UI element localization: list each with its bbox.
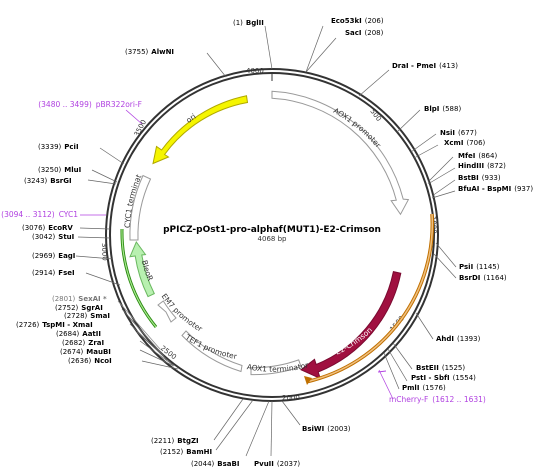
feature-ori[interactable]	[152, 95, 249, 165]
tick-label: 4000	[246, 67, 264, 75]
site-bsrgi[interactable]: (3243)BsrGI	[24, 177, 72, 185]
site-sgrai[interactable]: (2752)SgrAI	[55, 304, 103, 312]
site-saci[interactable]: SacI(208)	[345, 29, 384, 37]
primer-cyc1[interactable]: (3094 .. 3112)CYC1	[1, 210, 78, 219]
site-bsiwi[interactable]: BsiWI(2003)	[302, 425, 351, 433]
site-fsei[interactable]: (2914)FseI	[32, 269, 75, 277]
site-smai[interactable]: (2728)SmaI	[64, 312, 110, 320]
site-aatii[interactable]: (2684)AatII	[56, 330, 101, 338]
mcherry-region-arrowhead	[304, 376, 312, 385]
feature-aox1-promoter[interactable]	[271, 90, 410, 216]
annotation-arcs	[120, 213, 435, 385]
primers: mCherry-F(1612 .. 1631) (3480 .. 3499)pB…	[1, 100, 486, 404]
site-bfuai-bspmi[interactable]: BfuAI - BspMI(937)	[458, 185, 533, 193]
site-drai-pmei[interactable]: DraI - PmeI(413)	[392, 62, 458, 70]
site-bsabi[interactable]: (2044)BsaBI	[191, 460, 239, 468]
plasmid-length: 4068 bp	[258, 235, 287, 243]
site-bglii[interactable]: (1)BglII	[233, 19, 264, 27]
primer-mcherry-f[interactable]: mCherry-F(1612 .. 1631)	[389, 395, 486, 404]
site-bsrdi[interactable]: BsrDI(1164)	[459, 274, 507, 282]
map-title-group: pPICZ-pOst1-pro-alphaf(MUT1)-E2-Crimson …	[163, 225, 381, 243]
site-psii[interactable]: PsiI(1145)	[459, 263, 500, 271]
site-eco53ki[interactable]: Eco53kI(206)	[331, 17, 384, 25]
site-alwni[interactable]: (3755)AlwNI	[125, 48, 174, 56]
site-blpi[interactable]: BlpI(588)	[424, 105, 461, 113]
site-eagi[interactable]: (2969)EagI	[32, 252, 75, 260]
primer-pbr322ori-f[interactable]: (3480 .. 3499)pBR322ori-F	[38, 100, 142, 109]
feature-tef1-promoter[interactable]	[181, 330, 243, 373]
site-bstbi[interactable]: BstBI(933)	[458, 174, 501, 182]
mcherry-region-arc	[307, 213, 435, 384]
site-sexai[interactable]: (2801)SexAI *	[52, 295, 107, 303]
site-btgzi[interactable]: (2211)BtgZI	[151, 437, 199, 445]
feature-em7-promoter[interactable]	[157, 300, 177, 323]
site-xcmi[interactable]: XcmI(706)	[444, 139, 486, 147]
feature-bleor[interactable]	[129, 240, 155, 298]
feature-e2-crimson[interactable]	[300, 270, 402, 380]
feature-label-cyc1-terminator: CYC1 terminator	[0, 0, 143, 228]
site-bsteii[interactable]: BstEII(1525)	[416, 364, 465, 372]
restriction-sites: (1)BglII Eco53kI(206) SacI(208) DraI - P…	[16, 17, 533, 468]
site-pcii[interactable]: (3339)PciI	[38, 143, 79, 151]
tick-label: 3000	[100, 243, 109, 261]
plasmid-name: pPICZ-pOst1-pro-alphaf(MUT1)-E2-Crimson	[163, 225, 381, 235]
mcherry-region-arc-inner	[307, 213, 434, 383]
site-psti-sbfi[interactable]: PstI - SbfI(1554)	[411, 374, 476, 382]
feature-aox1-terminator[interactable]	[250, 359, 302, 376]
site-mfei[interactable]: MfeI(864)	[458, 152, 497, 160]
site-zrai[interactable]: (2682)ZraI	[62, 339, 104, 347]
site-mlui[interactable]: (3250)MluI	[38, 166, 81, 174]
site-pvuii[interactable]: PvuII(2037)	[254, 460, 300, 468]
site-hindiii[interactable]: HindIII(872)	[458, 162, 506, 170]
feature-label-aox1-terminator: AOX1 terminator	[246, 360, 310, 373]
site-stui[interactable]: (3042)StuI	[32, 233, 74, 241]
feature-cyc1-terminator[interactable]	[129, 174, 152, 241]
site-bamhi[interactable]: (2152)BamHI	[160, 448, 212, 456]
site-ncoi[interactable]: (2636)NcoI	[68, 357, 112, 365]
bleor-region-arc-inner	[121, 228, 157, 328]
site-pmli[interactable]: PmlI(1576)	[402, 384, 446, 392]
site-ahdi[interactable]: AhdI(1393)	[436, 335, 481, 343]
site-maubi[interactable]: (2674)MauBI	[60, 348, 111, 356]
site-nsii[interactable]: NsiI(677)	[440, 129, 477, 137]
site-ecorv[interactable]: (3076)EcoRV	[22, 224, 73, 232]
tick-label: 2000	[282, 394, 300, 402]
site-tspmi-xmai[interactable]: (2726)TspMI - XmaI	[16, 321, 93, 329]
